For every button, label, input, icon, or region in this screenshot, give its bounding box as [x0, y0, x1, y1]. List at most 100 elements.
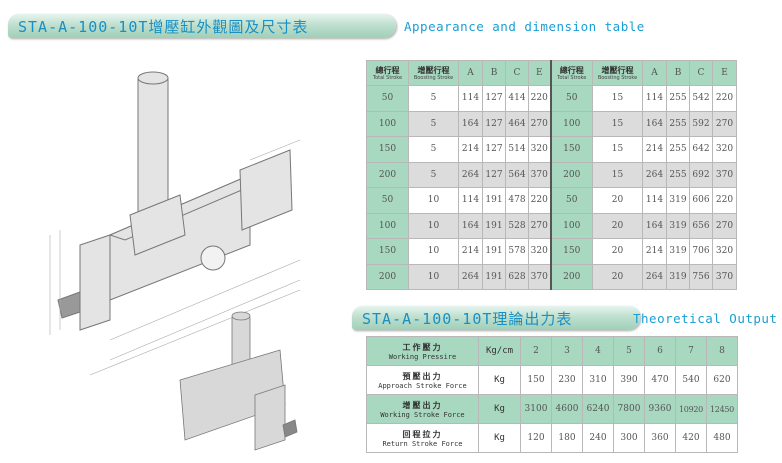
dimension-cell: 114	[642, 187, 667, 214]
output-subtitle: Theoretical Output	[633, 311, 778, 326]
dimension-cell: 50	[366, 187, 409, 214]
cylinder-dimension-drawing	[49, 71, 301, 451]
dimension-cell: 20	[592, 238, 643, 265]
dimension-cell: 10	[408, 212, 459, 239]
dimension-cell: 255	[666, 161, 690, 188]
dimension-cell: 127	[482, 110, 506, 137]
dimension-cell: 564	[505, 161, 529, 188]
dimension-cell: 114	[642, 85, 667, 112]
dimension-cell: 150	[549, 136, 593, 163]
dimension-cell: 270	[528, 110, 551, 137]
force-value: 540	[675, 365, 707, 395]
dimension-cell: 200	[366, 161, 409, 188]
dimension-cell: 214	[458, 136, 483, 163]
header-b: B	[666, 60, 690, 86]
force-value: 6240	[582, 394, 614, 424]
dimension-cell: 592	[689, 110, 713, 137]
dimension-cell: 191	[482, 212, 506, 239]
dimension-cell: 542	[689, 85, 713, 112]
dimension-cell: 5	[408, 161, 459, 188]
output-title-banner: STA-A-100-10T理論出力表	[352, 306, 640, 330]
dimension-cell: 656	[689, 212, 713, 239]
pressure-value: 7	[675, 336, 707, 366]
dimension-cell: 270	[712, 110, 737, 137]
force-value: 310	[582, 365, 614, 395]
dimension-cell: 320	[528, 238, 551, 265]
dimension-cell: 5	[408, 85, 459, 112]
force-value: 7800	[613, 394, 645, 424]
force-value: 360	[644, 423, 676, 453]
dimension-cell: 50	[549, 187, 593, 214]
pressure-unit: Kg/cm	[478, 336, 521, 366]
dimension-cell: 320	[712, 136, 737, 163]
force-value: 180	[551, 423, 583, 453]
dimension-cell: 220	[712, 85, 737, 112]
dimension-cell: 528	[505, 212, 529, 239]
dimension-cell: 464	[505, 110, 529, 137]
dimension-cell: 370	[528, 161, 551, 188]
header-e: E	[528, 60, 551, 86]
dimension-subtitle: Appearance and dimension table	[404, 19, 645, 34]
force-value: 300	[613, 423, 645, 453]
pressure-value: 2	[520, 336, 552, 366]
dimension-cell: 10	[408, 263, 459, 290]
force-value: 240	[582, 423, 614, 453]
dimension-cell: 255	[666, 136, 690, 163]
dimension-cell: 370	[528, 263, 551, 290]
dimension-cell: 114	[458, 85, 483, 112]
dimension-cell: 191	[482, 238, 506, 265]
dimension-cell: 319	[666, 263, 690, 290]
dimension-cell: 164	[642, 212, 667, 239]
dimension-cell: 255	[666, 85, 690, 112]
dimension-cell: 264	[642, 263, 667, 290]
dimension-cell: 264	[458, 161, 483, 188]
dimension-cell: 191	[482, 263, 506, 290]
dimension-cell: 5	[408, 136, 459, 163]
force-value: 620	[706, 365, 738, 395]
dimension-cell: 320	[528, 136, 551, 163]
force-value: 120	[520, 423, 552, 453]
dimension-cell: 200	[549, 161, 593, 188]
dimension-cell: 370	[712, 161, 737, 188]
force-value: 470	[644, 365, 676, 395]
pressure-value: 4	[582, 336, 614, 366]
force-value: 10920	[675, 394, 707, 424]
dimension-cell: 319	[666, 187, 690, 214]
dimension-cell: 319	[666, 238, 690, 265]
dimension-cell: 191	[482, 187, 506, 214]
output-title: STA-A-100-10T理論出力表	[362, 309, 573, 328]
dimension-title: STA-A-100-10T增壓缸外觀圖及尺寸表	[18, 17, 309, 36]
dimension-cell: 319	[666, 212, 690, 239]
dimension-cell: 15	[592, 110, 643, 137]
dimension-cell: 692	[689, 161, 713, 188]
dimension-cell: 220	[712, 187, 737, 214]
dimension-cell: 114	[458, 187, 483, 214]
dimension-cell: 100	[366, 212, 409, 239]
force-value: 3100	[520, 394, 552, 424]
dimension-cell: 642	[689, 136, 713, 163]
dimension-cell: 200	[549, 263, 593, 290]
header-e: E	[712, 60, 737, 86]
dimension-cell: 578	[505, 238, 529, 265]
force-value: 12450	[706, 394, 738, 424]
force-value: 420	[675, 423, 707, 453]
force-value: 150	[520, 365, 552, 395]
force-value: 9360	[644, 394, 676, 424]
dimension-cell: 220	[528, 187, 551, 214]
dimension-cell: 164	[642, 110, 667, 137]
dimension-cell: 150	[549, 238, 593, 265]
header-a: A	[642, 60, 667, 86]
header-c: C	[505, 60, 529, 86]
